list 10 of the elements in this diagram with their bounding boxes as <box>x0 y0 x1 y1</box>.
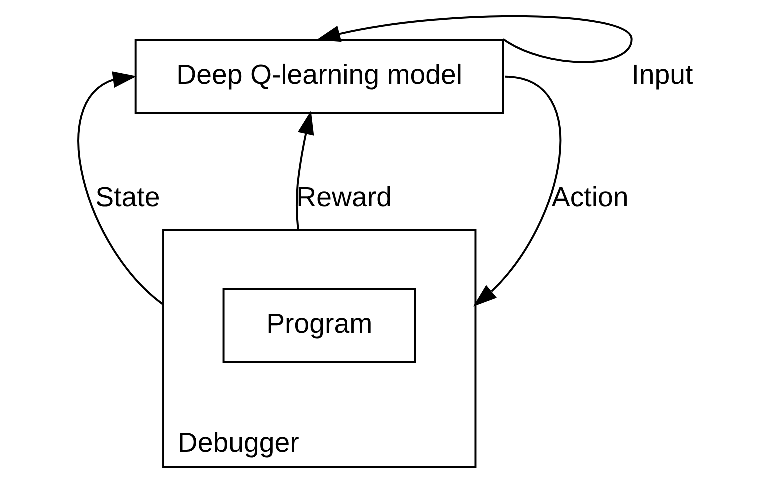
node-box: Deep Q-learning model <box>134 39 504 114</box>
arrow <box>473 76 562 307</box>
arrow <box>78 72 164 306</box>
edge-label: State <box>96 182 160 213</box>
edge-label: Reward <box>296 182 392 213</box>
edge-label: Action <box>552 182 629 213</box>
edge-label: Input <box>632 59 694 90</box>
arrow <box>296 110 314 230</box>
arrow <box>316 15 633 64</box>
node-box: Program <box>222 288 416 364</box>
